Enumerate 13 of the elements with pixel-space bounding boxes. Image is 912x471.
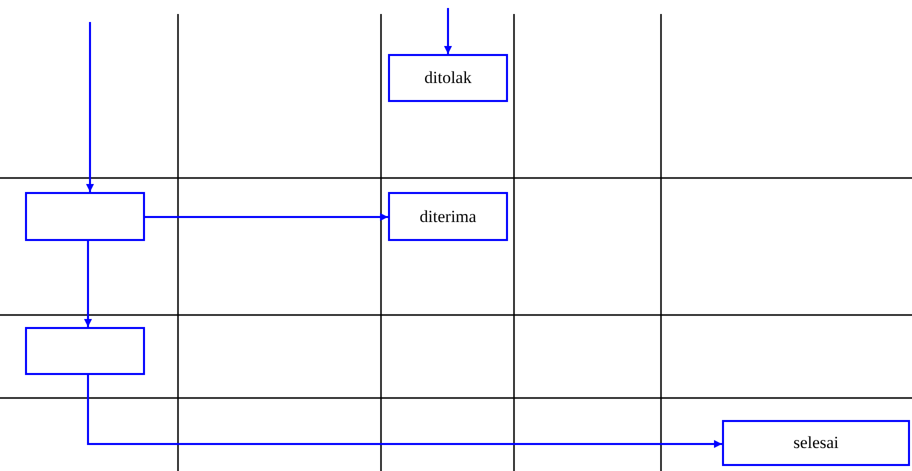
process-box (25, 192, 145, 241)
box-label: diterima (420, 206, 476, 228)
box-label: selesai (793, 432, 839, 454)
process-box (722, 420, 910, 466)
arrow (145, 213, 388, 221)
arrow (86, 22, 94, 192)
arrow (87, 375, 722, 448)
process-box (388, 192, 508, 241)
process-box (25, 327, 145, 375)
arrow (444, 8, 452, 54)
box-label: ditolak (424, 67, 472, 89)
arrow (84, 241, 92, 327)
process-box (388, 54, 508, 102)
